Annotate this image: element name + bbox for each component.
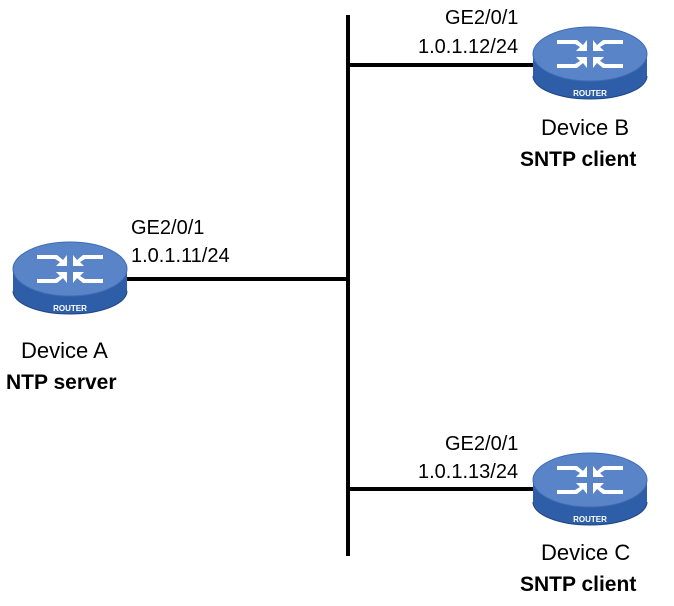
interface-label-b: GE2/0/1	[445, 7, 518, 29]
interface-label-c: GE2/0/1	[445, 433, 518, 455]
device-role-a: NTP server	[6, 371, 117, 394]
device-name-b: Device B	[541, 115, 629, 140]
router-icon: ROUTER	[532, 452, 648, 526]
router-badge-a: ROUTER	[53, 304, 87, 313]
router-icon: ROUTER	[12, 241, 128, 315]
device-role-c: SNTP client	[520, 573, 636, 596]
router-badge-c: ROUTER	[573, 515, 607, 524]
device-role-b: SNTP client	[520, 148, 636, 171]
device-name-c: Device C	[541, 540, 630, 565]
router-icon: ROUTER	[532, 26, 648, 100]
ip-label-c: 1.0.1.13/24	[418, 461, 518, 483]
interface-label-a: GE2/0/1	[131, 217, 204, 239]
device-name-a: Device A	[21, 338, 108, 363]
ip-label-b: 1.0.1.12/24	[418, 36, 518, 58]
ip-label-a: 1.0.1.11/24	[131, 245, 230, 267]
router-badge-b: ROUTER	[573, 89, 607, 98]
